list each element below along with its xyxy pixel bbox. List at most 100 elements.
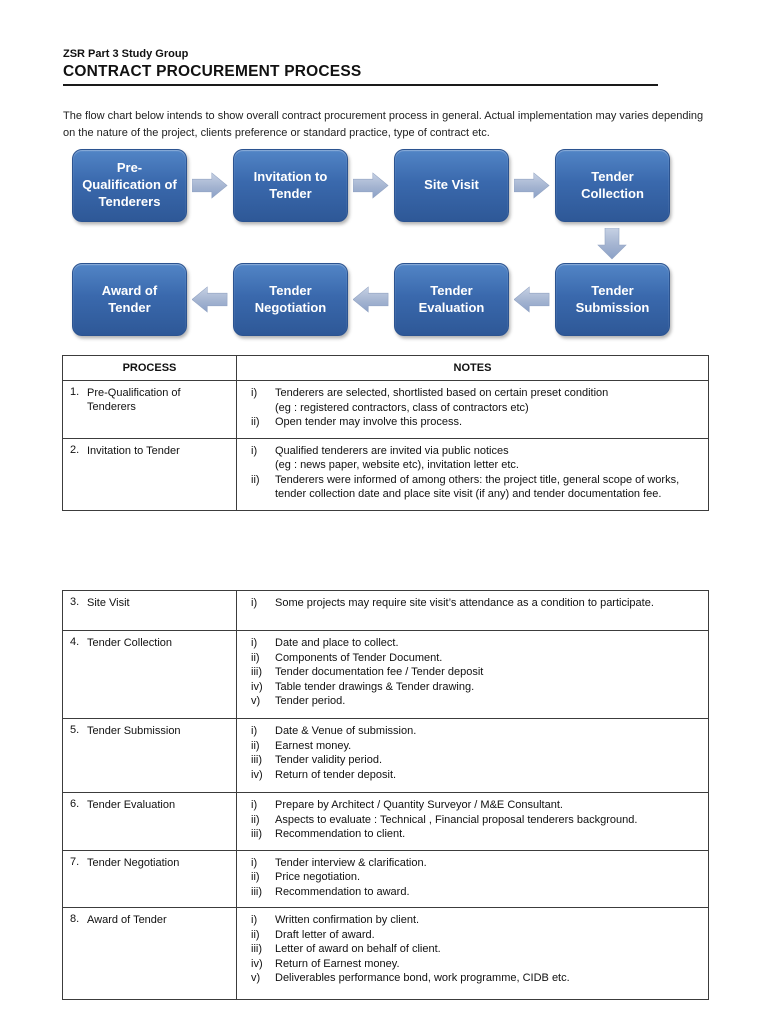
group-label: ZSR Part 3 Study Group — [63, 48, 189, 60]
note-marker: iii) — [251, 666, 262, 679]
arrow-left-icon — [514, 286, 550, 313]
process-number: 2. — [70, 443, 80, 456]
note-marker: iii) — [251, 754, 262, 767]
notes-cell: i) Prepare by Architect / Quantity Survey… — [236, 792, 709, 851]
note-marker: ii) — [251, 473, 260, 486]
notes-cell: i) Date & Venue of submission. ii)Earnest … — [236, 718, 709, 793]
note-marker: ii) — [251, 813, 260, 826]
note-text: Prepare by Architect / Quantity Surveyor… — [275, 799, 563, 811]
note-text: Price negotiation. — [275, 871, 360, 884]
procurement-flowchart: Pre-Qualification of Tenderers Invitation… — [72, 149, 672, 336]
note-marker: ii) — [251, 651, 260, 664]
flow-box: Pre-Qualification of Tenderers — [72, 149, 187, 222]
note-text: Qualified tenderers are invited via publ… — [275, 444, 519, 472]
note-marker: i) — [251, 444, 258, 457]
process-cell: 8.Award of Tender — [62, 907, 237, 1001]
note-text: Components of Tender Document. — [275, 651, 443, 664]
flow-box-label: Site Visit — [424, 177, 479, 193]
note-item: iii) Tender validity period. — [251, 753, 700, 768]
note-text: Letter of award on behalf of client. — [275, 943, 441, 956]
process-title: Tender Evaluation — [87, 799, 176, 811]
flow-box-label: Tender Negotiation — [254, 282, 327, 315]
process-title: Award of Tender — [87, 914, 167, 927]
note-marker: ii) — [251, 416, 260, 429]
arrow-right-icon — [514, 172, 550, 199]
process-title: Invitation to Tender — [87, 444, 180, 457]
flow-box: Invitation to Tender — [233, 149, 348, 222]
note-marker: ii) — [251, 871, 260, 884]
note-item: iii) Tender documentation fee / Tender de… — [251, 665, 700, 680]
process-title: Site Visit — [87, 597, 130, 609]
flow-arrow-gap — [348, 149, 394, 222]
flow-box-label: Tender Collection — [581, 168, 644, 201]
note-marker: iv) — [251, 680, 263, 693]
note-item: i) Tenderers are selected, shortlisted ba… — [251, 386, 700, 415]
note-text: Tender interview & clarification. — [275, 856, 427, 869]
flow-box-label: Tender Submission — [575, 282, 650, 315]
note-text: Date & Venue of submission. — [275, 725, 417, 737]
flow-box-label: Pre-Qualification of Tenderers — [82, 160, 177, 209]
note-item: i) Qualified tenderers are invited via pu… — [251, 444, 700, 473]
process-cell: 5.Tender Submission — [62, 718, 237, 793]
note-item: v)Tender period. — [251, 694, 700, 709]
flow-box: Tender Evaluation — [394, 263, 509, 336]
note-marker: i) — [251, 725, 258, 737]
note-text: Tender validity period. — [275, 754, 383, 767]
flowchart-row-2: Award of Tender Tender Negotiation Tender … — [72, 263, 672, 336]
note-text: Recommendation to award. — [275, 885, 410, 898]
flow-box-label: Invitation to Tender — [253, 168, 328, 201]
note-marker: iv) — [251, 957, 263, 970]
note-item: ii)Earnest money. — [251, 739, 700, 754]
note-item: ii)Tenderers were informed of among othe… — [251, 473, 700, 502]
note-marker: i) — [251, 799, 258, 811]
flow-arrow-gap — [348, 263, 394, 336]
arrow-left-icon — [353, 286, 389, 313]
page-title: CONTRACT PROCUREMENT PROCESS — [63, 63, 658, 86]
note-marker: i) — [251, 637, 258, 649]
flow-box-label: Tender Evaluation — [418, 282, 485, 315]
note-text: Tenderers are selected, shortlisted base… — [275, 387, 609, 414]
flow-box-label: Award of Tender — [101, 282, 158, 315]
process-title: Pre-Qualification of Tenderers — [87, 387, 181, 414]
flow-box: Site Visit — [394, 149, 509, 222]
process-number: 3. — [70, 596, 80, 608]
flow-arrow-gap — [187, 263, 233, 336]
process-title: Tender Submission — [87, 725, 181, 737]
note-text: Date and place to collect. — [275, 637, 399, 649]
intro-paragraph: The flow chart below intends to show ove… — [63, 110, 704, 140]
note-item: i) Date and place to collect. — [251, 636, 700, 651]
note-item: i) Date & Venue of submission. — [251, 724, 700, 739]
note-marker: iii) — [251, 828, 262, 841]
process-cell: 3. Site Visit — [62, 590, 237, 631]
arrow-right-icon — [353, 172, 389, 199]
process-number: 7. — [70, 855, 80, 868]
note-marker: v) — [251, 972, 261, 985]
notes-cell: i)Some projects may require site visit’s… — [236, 590, 709, 631]
note-marker: i) — [251, 387, 258, 399]
process-cell: 7.Tender Negotiation — [62, 849, 237, 909]
process-number: 1. — [70, 386, 80, 398]
note-item: iii)Letter of award on behalf of client. — [251, 942, 700, 957]
note-item: i) Prepare by Architect / Quantity Survey… — [251, 798, 700, 813]
note-text: Tender documentation fee / Tender deposi… — [275, 666, 484, 679]
process-column-header: PROCESS — [62, 355, 237, 381]
flow-arrow-gap — [509, 149, 555, 222]
note-item: v) Deliverables performance bond, work pr… — [251, 971, 700, 986]
flow-arrow-gap — [187, 149, 233, 222]
flow-box: Tender Negotiation — [233, 263, 348, 336]
flow-box: Tender Collection — [555, 149, 670, 222]
note-marker: iii) — [251, 885, 262, 898]
note-item: iii) Recommendation to award. — [251, 885, 700, 900]
note-marker: iv) — [251, 768, 263, 781]
note-text: Table tender drawings & Tender drawing. — [275, 680, 475, 693]
note-text: Some projects may require site visit’s a… — [275, 597, 654, 609]
note-text: Deliverables performance bond, work prog… — [275, 972, 570, 985]
notes-cell: i) Qualified tenderers are invited via pu… — [236, 437, 709, 511]
process-number: 4. — [70, 636, 80, 648]
note-text: Open tender may involve this process. — [275, 416, 463, 429]
flow-box: Tender Submission — [555, 263, 670, 336]
